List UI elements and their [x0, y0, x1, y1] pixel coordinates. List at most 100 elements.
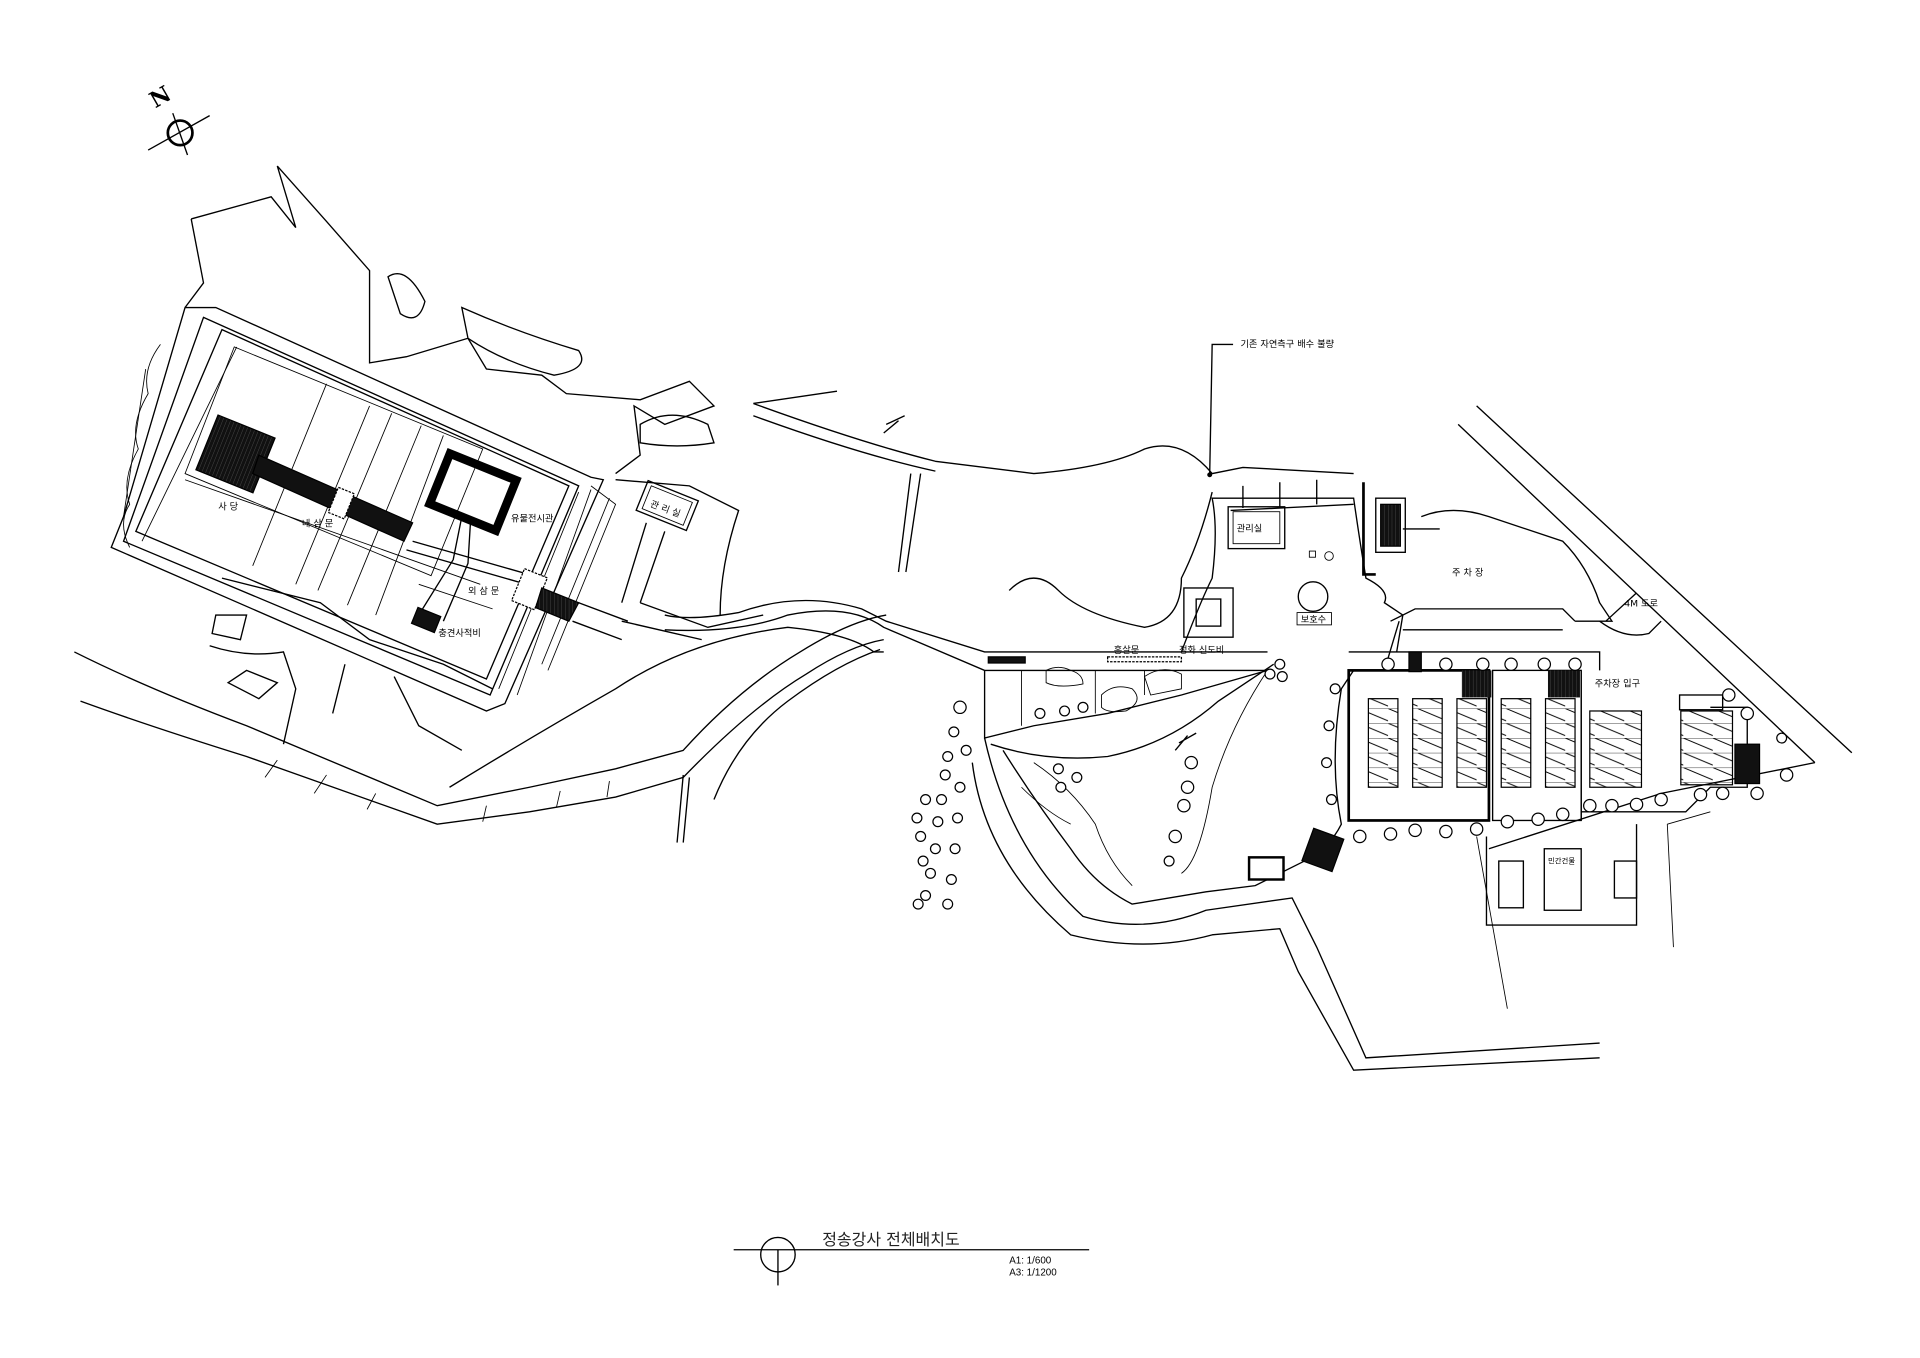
parking-stall [1367, 698, 1399, 788]
inner-gate-building [327, 486, 356, 520]
tree-icon [1654, 792, 1668, 807]
label-outer-gate: 외 삼 문 [468, 585, 499, 597]
label-drainage-note: 기존 자연측구 배수 불량 [1240, 338, 1334, 350]
tree-icon [911, 812, 923, 824]
parking-lot [1347, 651, 1761, 822]
tree-icon [1722, 688, 1736, 702]
tree-icon [1321, 757, 1333, 769]
tree-icon [1693, 787, 1708, 802]
parking-stall [1544, 698, 1576, 788]
tree-icon [1071, 771, 1083, 783]
label-parking: 주 차 장 [1452, 567, 1484, 579]
tree-icon [1605, 798, 1619, 813]
tree-icon [1476, 657, 1490, 672]
central-plaza [1180, 479, 1662, 671]
label-protected-tree: 보호수 [1301, 614, 1326, 625]
tree-icon [1381, 657, 1395, 672]
drawing-title: 정송강사 전체배치도 [822, 1230, 959, 1249]
office-left-building [635, 479, 700, 532]
tree-icon [1469, 822, 1484, 836]
office-center-building [1227, 506, 1286, 550]
label-parking-entrance: 주차장 입구 [1595, 677, 1640, 689]
label-office-center: 관리실 [1237, 523, 1262, 534]
trees [911, 657, 1794, 910]
tree-icon [1059, 705, 1071, 717]
tree-icon [1383, 827, 1398, 841]
tree-icon [1408, 823, 1422, 838]
terrain-outline [184, 165, 1354, 629]
tree-icon [1276, 671, 1288, 683]
tree-icon [948, 726, 960, 738]
shrine-building [195, 414, 276, 494]
tree-icon [953, 700, 967, 715]
museum-building [424, 447, 522, 537]
tree-icon [1177, 798, 1191, 813]
tree-icon [1274, 658, 1286, 670]
tree-icon [1531, 812, 1545, 826]
tree-icon [1180, 780, 1195, 795]
tree-icon [945, 873, 957, 886]
tree-icon [1750, 786, 1764, 801]
tree-icon [1163, 855, 1175, 867]
tree-icon [1776, 732, 1788, 744]
label-private-building: 민간건물 [1548, 857, 1575, 866]
tree-icon [912, 898, 924, 910]
parking-stall [1589, 710, 1643, 788]
tree-icon [1055, 781, 1067, 793]
tree-icon [1629, 797, 1644, 812]
tree-icon [924, 867, 937, 879]
tree-icon [949, 843, 961, 855]
tree-icon [960, 744, 972, 756]
tree-icon [939, 769, 951, 781]
label-red-gate: 홍살문 [1114, 644, 1139, 656]
tree-icon [1439, 824, 1453, 839]
scale-a1: A1: 1/600 [1009, 1255, 1052, 1266]
tree-icon [917, 855, 929, 867]
label-shrine: 사 당 [218, 501, 238, 512]
tree-icon [1537, 657, 1552, 672]
tree-icon [952, 812, 964, 824]
tree-icon [1504, 657, 1518, 672]
tree-icon [1077, 701, 1089, 713]
scale-a3: A3: 1/1200 [1009, 1268, 1057, 1279]
tree-icon [920, 889, 932, 902]
tree-icon [942, 750, 954, 763]
tree-icon [1325, 794, 1338, 806]
plan-labels: 사 당 내 삼 문 유물전시관 외 삼 문 충견사적비 관 리 실 관리실 기존… [218, 338, 1658, 866]
north-arrow-icon: N [145, 81, 210, 156]
label-museum: 유물전시관 [511, 514, 554, 525]
title-block: 정송강사 전체배치도 A1: 1/600 A3: 1/1200 [733, 1230, 1090, 1286]
tree-icon [1555, 807, 1570, 822]
parking-stall [1456, 698, 1488, 788]
label-monument: 충견사적비 [438, 627, 480, 639]
shrine-compound [110, 306, 764, 751]
tree-icon [1715, 786, 1730, 801]
tree-icon [1168, 829, 1183, 844]
tree-icon [1500, 814, 1515, 829]
tree-icon [920, 794, 932, 806]
tree-icon [1184, 755, 1199, 770]
tree-icon [915, 830, 927, 842]
parking-stall [1680, 710, 1734, 786]
note-leader-line [1209, 343, 1234, 474]
protected-tree-symbol [1297, 581, 1329, 613]
tree-icon [932, 816, 944, 828]
tree-icon [1583, 798, 1597, 813]
tree-icon [942, 898, 954, 910]
label-road: 4M 도로 [1624, 598, 1658, 609]
tree-icon [1034, 707, 1046, 719]
monument-stele [410, 606, 442, 634]
tree-icon [929, 843, 941, 855]
tree-icon [1353, 829, 1367, 844]
tree-icon [1052, 763, 1064, 775]
tree-icon [1740, 706, 1755, 721]
tree-icon [1323, 720, 1335, 732]
tree-icon [1264, 668, 1276, 680]
label-stele: 정화 신도비 [1179, 645, 1224, 656]
tree-icon [954, 781, 966, 793]
garden-area [983, 656, 1355, 905]
tree-icon [1568, 657, 1582, 672]
parking-stall [1500, 698, 1532, 788]
north-label: N [145, 81, 176, 114]
